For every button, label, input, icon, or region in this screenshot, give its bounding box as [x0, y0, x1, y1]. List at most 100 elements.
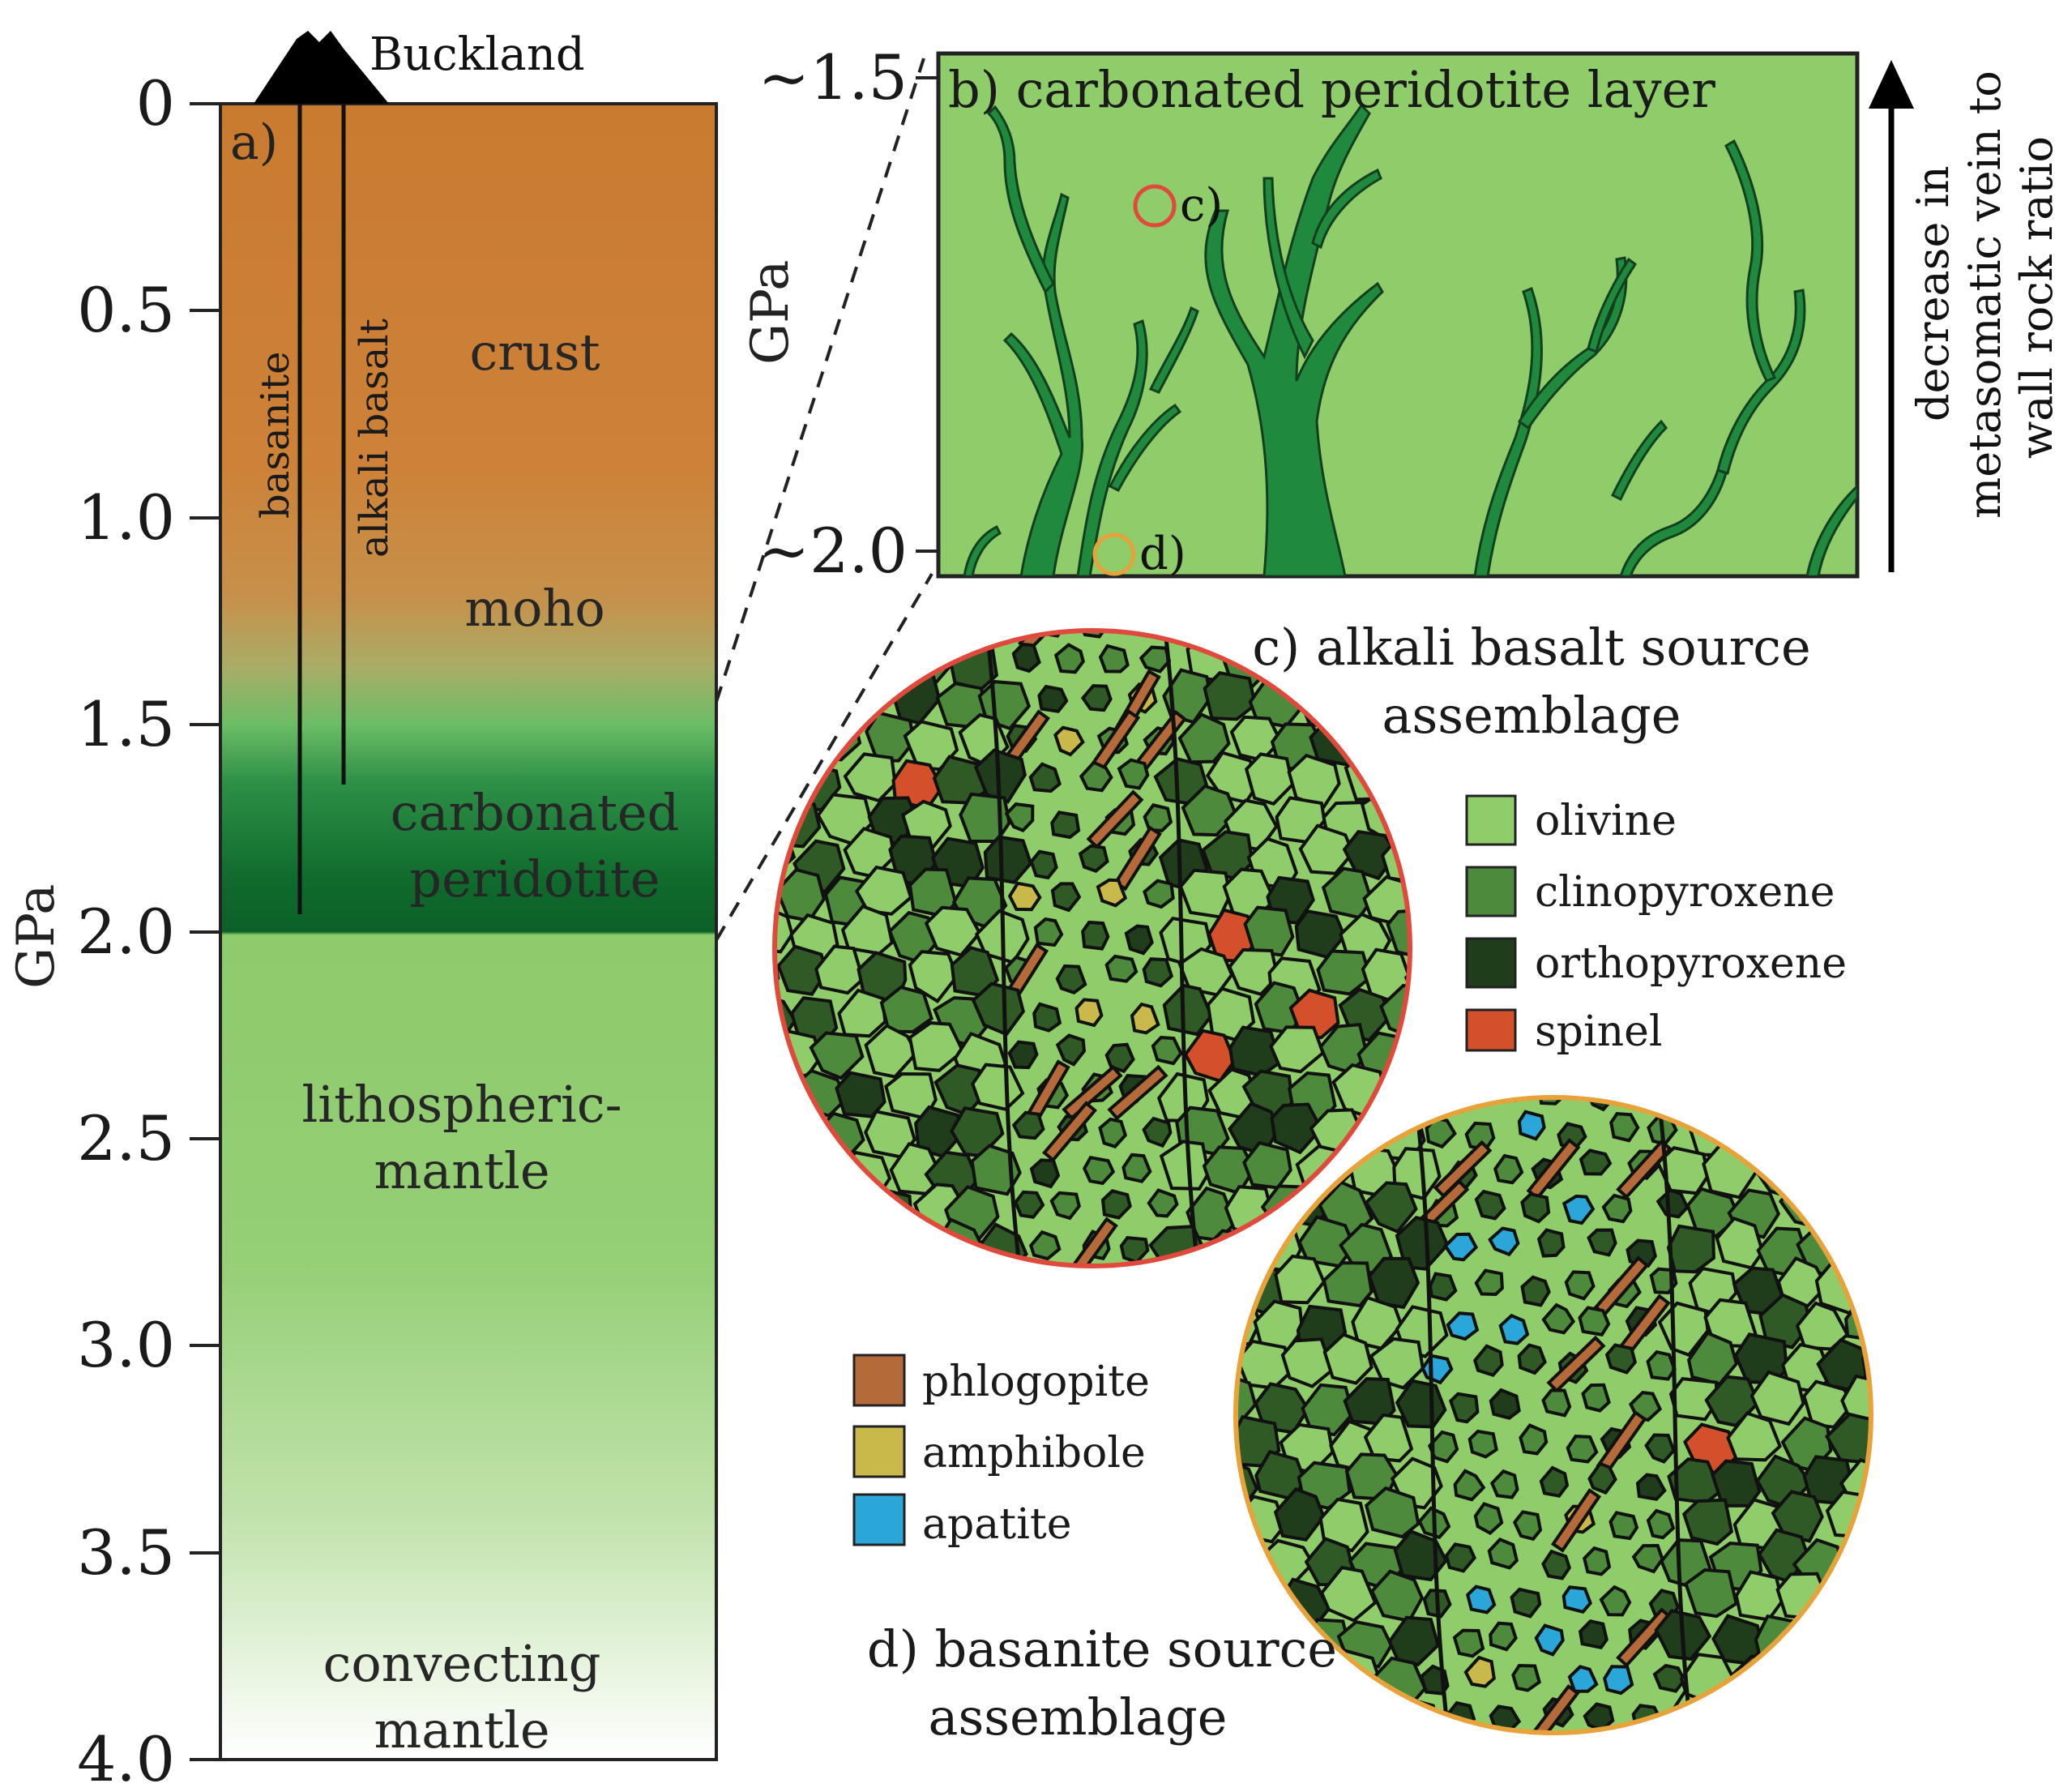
mineral-grain [809, 1031, 865, 1080]
mineral-grain [882, 631, 933, 641]
mineral-grain [1869, 1572, 1871, 1623]
mineral-grain [1443, 1232, 1479, 1262]
mineral-grain [1541, 1302, 1576, 1335]
mineral-grain [1147, 1188, 1179, 1218]
mineral-grain [775, 944, 780, 995]
mineral-grain [1405, 1032, 1410, 1084]
mineral-grain [1096, 878, 1128, 908]
tick-label: ~1.5 [758, 41, 908, 113]
arrow-label: metasomatic vein to [1959, 71, 2010, 519]
mineral-grain [775, 712, 784, 760]
mineral-grain [1498, 1313, 1530, 1345]
mineral-grain [1420, 1037, 1447, 1062]
phlogopite-lath [1550, 1488, 1602, 1553]
mineral-grain [1098, 1277, 1124, 1303]
tick-label: ~2.0 [758, 515, 908, 587]
mineral-grain [1748, 1097, 1801, 1121]
mineral-grain [908, 1021, 965, 1072]
mineral-grain [946, 1264, 1002, 1266]
mineral-grain [1820, 1647, 1871, 1703]
tick-label: 1.0 [77, 481, 175, 554]
mineral-grain [1861, 1339, 1871, 1393]
mineral-grain [815, 644, 868, 694]
mineral-grain [1100, 1189, 1132, 1220]
mineral-grain [1859, 1493, 1871, 1542]
mineral-grain [796, 631, 852, 648]
mineral-grain [889, 1229, 942, 1266]
mineral-grain [1541, 1549, 1572, 1580]
mineral-grain [1581, 1383, 1611, 1413]
mineral-grain [1709, 1097, 1765, 1120]
tick-label: 2.0 [77, 896, 175, 968]
mineral-grain [775, 1029, 778, 1081]
mineral-grain [1078, 631, 1109, 639]
mineral-grain [1318, 1497, 1369, 1553]
mineral-grain [1237, 1725, 1291, 1733]
mineral-grain [1842, 1097, 1871, 1113]
mineral-grain [775, 1260, 778, 1266]
mineral-grain [1869, 1420, 1871, 1474]
mineral-grain [775, 1187, 818, 1235]
mineral-grain [1143, 879, 1175, 909]
vein-boundary [985, 631, 1022, 1266]
mineral-grain [1582, 1546, 1612, 1576]
mineral-grain [1159, 1140, 1211, 1191]
lithospheric-label: lithospheric- [301, 1075, 622, 1134]
mineral-grain [1007, 1040, 1039, 1070]
mineral-grain [1561, 1194, 1596, 1225]
y-axis-ticks [190, 102, 220, 1761]
mineral-grain [1493, 1153, 1524, 1185]
mineral-grain [1301, 1383, 1355, 1437]
mineral-grain [1841, 1147, 1871, 1201]
mineral-grain [1243, 905, 1295, 957]
mineral-grain [1181, 784, 1238, 837]
mineral-grain [1688, 1726, 1743, 1733]
mineral-grain [1489, 1469, 1519, 1499]
mineral-grain [1869, 1182, 1871, 1230]
mineral-grain [775, 1183, 776, 1237]
mineral-grain [1796, 1614, 1851, 1669]
mineral-grain [1734, 1103, 1790, 1158]
lithospheric-label: mantle [374, 1141, 549, 1200]
mineral-grain [1866, 1097, 1871, 1150]
mineral-grain [1386, 746, 1410, 799]
mineral-grain [1386, 908, 1410, 959]
mineral-grain [1467, 1429, 1498, 1459]
mineral-grain [1236, 1534, 1257, 1587]
mineral-grain [1489, 1621, 1518, 1652]
phlogopite-lath [1591, 1726, 1652, 1733]
mineral-grain [864, 1187, 913, 1242]
mineral-grain [814, 1257, 869, 1266]
mineral-grain [1124, 924, 1154, 956]
mineral-grain [1749, 1370, 1805, 1426]
mineral-grain [1655, 1188, 1690, 1219]
mineral-grain [1782, 1033, 1830, 1086]
panel-d: d) basanite source assemblage [867, 1029, 1873, 1747]
mineral-grain [1726, 1411, 1782, 1462]
mineral-grain [1011, 642, 1041, 674]
mineral-grain [1836, 1610, 1871, 1666]
mineral-grain [970, 1144, 1022, 1196]
mineral-grain [1796, 1685, 1851, 1733]
mineral-grain [1732, 1029, 1779, 1078]
mineral-grain [1147, 1260, 1194, 1307]
mineral-grain [1168, 1299, 1220, 1348]
mineral-grain [775, 904, 794, 954]
mineral-grain [976, 631, 1032, 644]
crust-label: crust [469, 323, 600, 382]
mineral-grain [1053, 643, 1085, 674]
volcano-label: Buckland [370, 28, 585, 81]
mineral-grain [869, 1270, 916, 1313]
legend-item: olivine [1465, 794, 1677, 846]
legend-swatch-amphibole [852, 1425, 906, 1478]
tick-label: 0 [136, 67, 175, 139]
mineral-grain [1579, 1148, 1613, 1176]
mineral-grain [1007, 881, 1042, 912]
mineral-grain [1104, 954, 1139, 983]
mineral-grain [1735, 1730, 1790, 1733]
mineral-grain [1465, 1585, 1497, 1615]
mineral-grain [1771, 1490, 1824, 1543]
mineral-grain [1236, 1412, 1237, 1469]
mineral-grain [837, 988, 887, 1038]
legend-label: olivine [1535, 797, 1677, 845]
